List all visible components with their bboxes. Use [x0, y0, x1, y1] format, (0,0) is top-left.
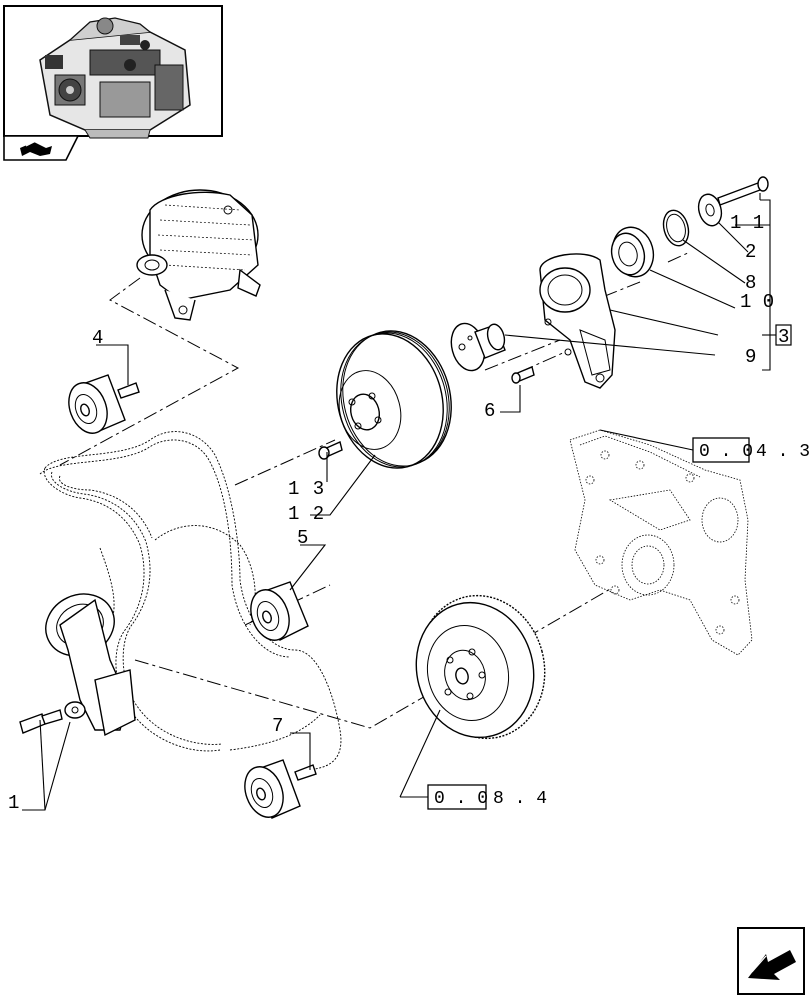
callout-8: 8	[745, 272, 756, 294]
snap-ring-8-part	[662, 209, 690, 247]
bolt-6-part	[511, 366, 535, 384]
section-ref-a-rest: 4 . 3	[756, 442, 810, 462]
callout-7: 7	[272, 715, 283, 737]
callout-11: 1 1	[730, 212, 764, 234]
leader-lines	[22, 193, 771, 811]
bolt-13-part	[318, 441, 343, 460]
timing-cover-part	[569, 429, 753, 656]
bolt-11-part	[717, 176, 769, 206]
idler-pulley-5	[250, 581, 309, 641]
washer-2-part	[697, 193, 723, 227]
idler-pulley-4	[68, 374, 140, 434]
engine-thumbnail-icon[interactable]	[3, 5, 223, 161]
callout-9: 9	[745, 346, 756, 368]
crankshaft-pulley-part	[336, 330, 452, 469]
belt-tensioner-part	[19, 593, 136, 737]
vibration-damper-part	[415, 594, 546, 740]
tensioner-bracket-part	[539, 253, 616, 389]
callout-13: 1 3	[288, 478, 325, 500]
section-ref-timing-cover[interactable]: 0 . 0 4 . 3	[692, 437, 810, 463]
hub-9-part	[450, 322, 506, 372]
section-ref-b-boxed: 0 . 0	[434, 789, 488, 809]
callout-1: 1	[8, 792, 19, 814]
callout-6: 6	[484, 400, 495, 422]
callout-3: 3	[778, 326, 789, 348]
section-ref-a-boxed: 0 . 0	[699, 442, 753, 462]
section-ref-damper[interactable]: 0 . 0 8 . 4	[427, 784, 547, 810]
serpentine-belt	[39, 431, 342, 771]
callout-5: 5	[297, 527, 308, 549]
next-page-arrow-icon[interactable]	[737, 927, 805, 995]
callout-3-box: 3	[762, 324, 792, 348]
book-tab-icon	[20, 140, 52, 156]
idler-pulley-7	[244, 759, 317, 819]
alternator-part	[136, 189, 261, 321]
callout-4: 4	[92, 327, 103, 349]
callout-12: 1 2	[288, 503, 325, 525]
section-ref-b-rest: 8 . 4	[493, 789, 547, 809]
callout-2: 2	[745, 241, 756, 263]
callout-labels: 4 5 1 3 1 2 6 7 1 1 1 2 8 1 0 9	[8, 212, 774, 814]
bearing-10-part	[610, 226, 655, 278]
callout-10: 1 0	[740, 291, 774, 313]
